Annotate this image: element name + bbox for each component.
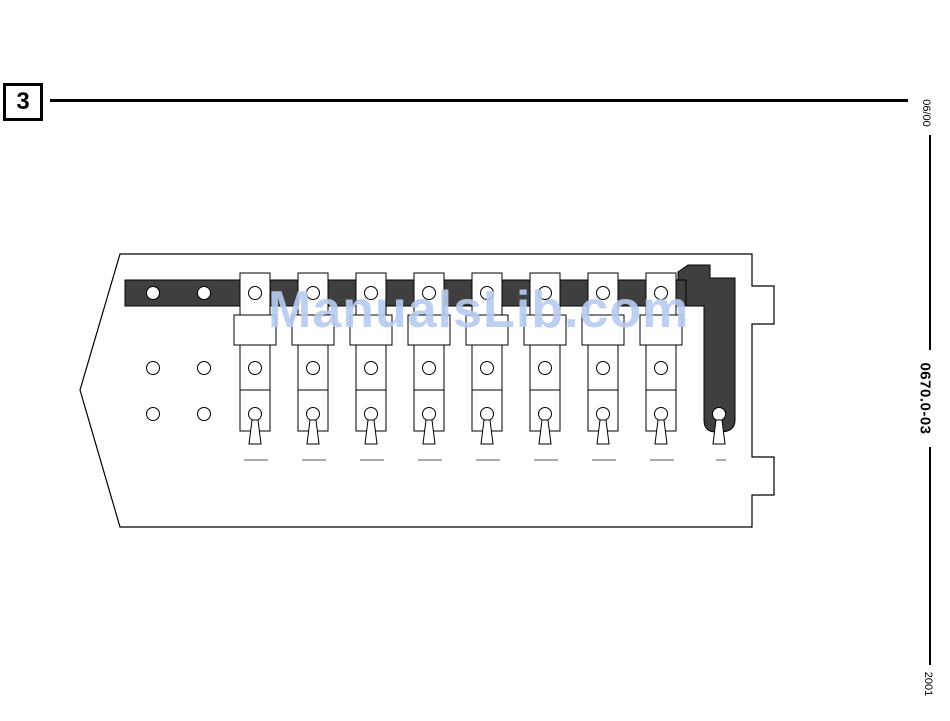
fuse-bottom-hole [423, 408, 436, 421]
fuse-middle-hole [423, 362, 436, 375]
fuse-bottom-hole [481, 408, 494, 421]
fuse-middle-hole [365, 362, 378, 375]
fuse-bottom-hole [597, 408, 610, 421]
left-stud-hole [147, 287, 160, 300]
left-stud-hole [198, 287, 211, 300]
fuse-middle-hole [655, 362, 668, 375]
left-stud-hole [147, 362, 160, 375]
fuse-top-hole [249, 287, 262, 300]
fuse-middle-hole [249, 362, 262, 375]
left-stud-hole [198, 362, 211, 375]
fuse-bottom-hole [655, 408, 668, 421]
left-stud-hole [147, 408, 160, 421]
fuse-bottom-hole [249, 408, 262, 421]
left-stud-hole [198, 408, 211, 421]
fuse-middle-hole [481, 362, 494, 375]
fuse-bottom-hole [307, 408, 320, 421]
fuse-middle-hole [307, 362, 320, 375]
fuse-bottom-hole [365, 408, 378, 421]
watermark: ManualsLib.com [268, 280, 689, 340]
fuse-middle-hole [597, 362, 610, 375]
fuse-bottom-hole [539, 408, 552, 421]
fuse-middle-hole [539, 362, 552, 375]
busbar-terminal-hole [713, 408, 726, 421]
